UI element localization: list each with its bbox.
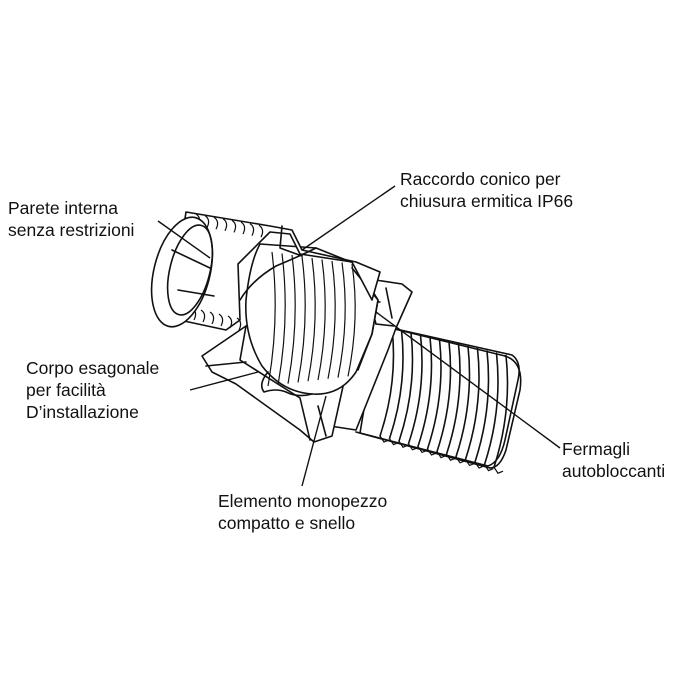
cone-thread xyxy=(337,262,346,378)
conduit-rib xyxy=(436,341,452,453)
conduit-rib xyxy=(464,347,480,461)
nut-thread-top xyxy=(204,215,210,228)
threaded-nut xyxy=(169,211,381,331)
label-line: Raccordo conico per xyxy=(400,169,561,189)
inner-wall-opening xyxy=(150,216,215,328)
cone-thread xyxy=(307,257,316,382)
nut-thread-top xyxy=(258,224,264,238)
nut-thread-top xyxy=(222,218,228,232)
label-line: D’installazione xyxy=(26,402,139,422)
corrugated-conduit xyxy=(355,324,522,474)
cone-thread xyxy=(297,256,306,383)
label-conical-fitting: Raccordo conico per chiusura ermitica IP… xyxy=(400,168,573,212)
leader-parete xyxy=(157,220,211,259)
leader-corpo xyxy=(189,371,259,391)
label-hex-body: Corpo esagonale per facilità D’installaz… xyxy=(26,357,159,423)
leader-fermagli xyxy=(375,311,561,449)
cone-thread xyxy=(327,260,336,379)
conduit-rib xyxy=(474,350,490,463)
nut-thread-bottom xyxy=(209,311,215,325)
nut-thread-bottom xyxy=(218,313,224,327)
label-line: Fermagli xyxy=(562,439,631,459)
label-locking-clips: Fermagli autobloccanti xyxy=(562,438,665,482)
leader-elemento xyxy=(301,395,327,487)
label-line: compatto e snello xyxy=(218,513,356,533)
conduit-rib xyxy=(398,331,414,442)
label-one-piece: Elemento monopezzo compatto e snello xyxy=(218,490,387,534)
label-line: senza restrizioni xyxy=(8,220,135,240)
conduit-rib xyxy=(445,343,461,455)
label-line: Corpo esagonale xyxy=(26,358,160,378)
conduit-rib xyxy=(388,329,404,440)
nut-thread-bottom xyxy=(227,315,233,329)
cone-thread xyxy=(277,253,286,385)
cone-thread xyxy=(317,259,326,381)
label-line: Parete interna xyxy=(8,198,118,218)
label-line: Elemento monopezzo xyxy=(218,491,388,511)
cone-thread xyxy=(347,263,356,377)
nut-thread-top xyxy=(240,221,246,235)
conduit-rib xyxy=(483,352,499,466)
label-line: per facilità xyxy=(26,380,106,400)
nut-thread-top xyxy=(231,219,237,233)
threaded-cone xyxy=(245,243,379,397)
conduit-rib xyxy=(493,354,509,468)
nut-thread-top xyxy=(249,223,255,236)
cone-thread xyxy=(287,254,296,384)
leader-raccordo xyxy=(301,185,396,251)
nut-thread-bottom xyxy=(236,317,242,331)
nut-thread-bottom xyxy=(200,309,206,323)
label-line: chiusura ermitica IP66 xyxy=(400,191,574,211)
nut-thread-top xyxy=(213,216,219,230)
conduit-rib-notch xyxy=(493,466,504,474)
conduit-rib xyxy=(417,336,433,448)
leader-lines xyxy=(157,185,561,487)
conduit-rib xyxy=(426,338,442,450)
label-inner-wall: Parete interna senza restrizioni xyxy=(8,197,134,241)
label-line: autobloccanti xyxy=(562,461,666,481)
conduit-rib xyxy=(379,327,395,437)
conduit-rib xyxy=(455,345,471,458)
